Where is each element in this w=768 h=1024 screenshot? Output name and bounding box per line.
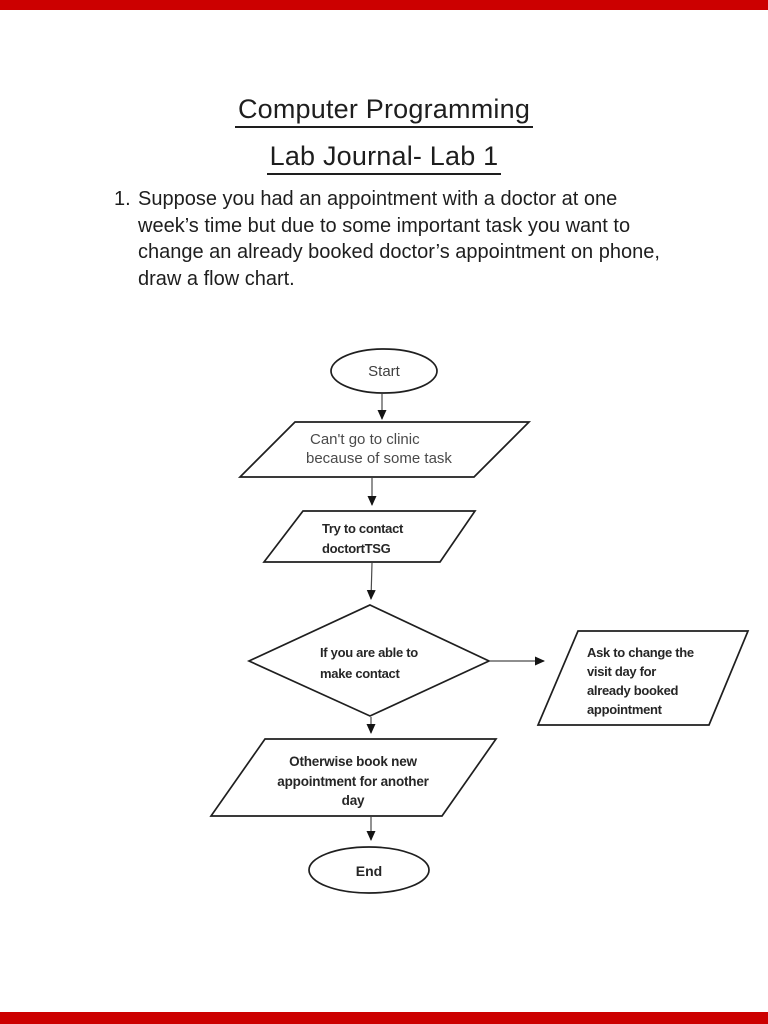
question-line: Suppose you had an appointment with a do… <box>138 188 618 210</box>
decision-diamond <box>246 604 492 717</box>
change-label-line1: Ask to change the <box>587 645 694 660</box>
page-title-text: Computer Programming <box>234 94 534 128</box>
change-label-line3: already booked <box>587 683 679 698</box>
flowchart: Start Can't go to clinic because of some… <box>209 348 750 894</box>
step2-label-line2: doctortTSG <box>322 541 391 556</box>
change-label-line4: appointment <box>587 702 663 717</box>
page-subtitle: Lab Journal- Lab 1 <box>0 141 768 175</box>
newbooking-parallelogram <box>209 738 498 817</box>
newbooking-label-line1: Otherwise book new <box>289 754 417 769</box>
page-subtitle-text: Lab Journal- Lab 1 <box>266 141 502 175</box>
step2-label-line1: Try to contact <box>322 521 404 536</box>
change-parallelogram <box>536 630 750 726</box>
step1-label-line2: because of some task <box>306 450 452 467</box>
start-terminator <box>330 348 438 394</box>
end-terminator <box>308 846 430 894</box>
decision-label-line2: make contact <box>320 666 400 681</box>
newbooking-label-line3: day <box>342 793 365 808</box>
question-line: draw a flow chart. <box>138 267 295 290</box>
start-label: Start <box>368 363 401 380</box>
change-label-line2: visit day for <box>587 664 656 679</box>
page-title: Computer Programming <box>0 94 768 128</box>
step1-parallelogram <box>237 421 532 478</box>
step1-label-line1: Can't go to clinic <box>310 431 420 448</box>
connector-arrow-step2-to-decision <box>366 562 376 600</box>
question-line: change an already booked doctor’s appoin… <box>138 241 660 263</box>
question-1: 1. Suppose you had an appointment with a… <box>114 186 674 292</box>
question-line: week’s time but due to some important ta… <box>138 214 631 237</box>
newbooking-label-line2: appointment for another <box>277 774 429 789</box>
decision-label-line1: If you are able to <box>320 645 418 660</box>
question-text: Suppose you had an appointment with a do… <box>138 186 660 292</box>
step2-parallelogram <box>262 510 477 563</box>
bottom-red-bar <box>0 1012 768 1024</box>
end-label: End <box>356 863 382 879</box>
top-red-bar <box>0 0 768 10</box>
question-number: 1. <box>114 188 131 210</box>
